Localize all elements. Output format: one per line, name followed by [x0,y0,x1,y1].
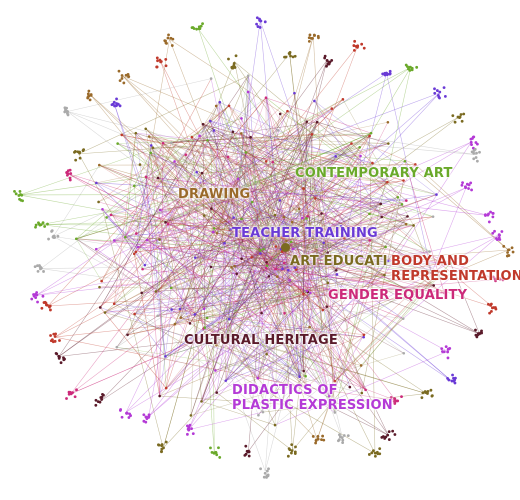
cluster-label-body-representation-line1[interactable]: BODY AND [391,254,470,269]
cluster-label-didactics-line1[interactable]: DIDACTICS OF [232,383,338,398]
nodes [13,16,515,479]
cluster-label-didactics-line2[interactable]: PLASTIC EXPRESSION [232,398,393,413]
cluster-label-cultural-heritage[interactable]: CULTURAL HERITAGE [184,333,339,348]
cluster-label-body-representation-line2[interactable]: REPRESENTATION [391,269,520,284]
hub-node-art-education[interactable] [281,243,290,252]
hub-node-label: Art educati [293,242,332,250]
cluster-label-art-education[interactable]: ART EDUCATI [290,254,388,269]
cluster-label-gender-equality[interactable]: GENDER EQUALITY [328,288,468,303]
cluster-label-contemporary-art[interactable]: CONTEMPORARY ART [295,166,453,181]
cluster-label-teacher-training[interactable]: TEACHER TRAINING [232,226,378,241]
cluster-label-drawing[interactable]: DRAWING [178,187,251,202]
